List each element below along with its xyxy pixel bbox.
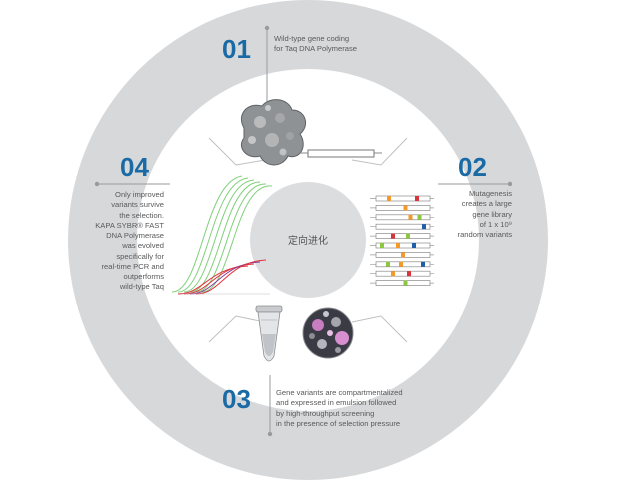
library-mutation-mark <box>409 215 413 220</box>
step-04-line: KAPA SYBR® FAST <box>78 221 164 231</box>
library-mutation-mark <box>399 262 403 267</box>
library-mutation-mark <box>391 271 395 276</box>
library-mutation-mark <box>387 196 391 201</box>
step-04-line: outperforms <box>78 272 164 282</box>
library-mutation-mark <box>421 262 425 267</box>
step-02-line: of 1 x 10⁹ <box>428 220 512 230</box>
library-mutation-mark <box>407 271 411 276</box>
library-row-bar <box>376 215 430 220</box>
step-04-line: specifically for <box>78 252 164 262</box>
library-mutation-mark <box>412 243 416 248</box>
leader-dot-03 <box>268 432 272 436</box>
step-04-line: real-time PCR and <box>78 262 164 272</box>
step-01-line: Wild-type gene coding <box>274 34 357 44</box>
center-label: 定向进化 <box>268 232 348 247</box>
step-03-line: in the presence of selection pressure <box>276 419 403 429</box>
leader-dot-01 <box>265 26 269 30</box>
leader-dot-02 <box>508 182 512 186</box>
step-04-line: was evolved <box>78 241 164 251</box>
step-number-01: 01 <box>222 36 251 62</box>
step-02-line: creates a large <box>428 199 512 209</box>
library-row-bar <box>376 196 430 201</box>
gene-bar-icon <box>300 150 382 157</box>
step-04-line: wild-type Taq <box>78 282 164 292</box>
library-mutation-mark <box>396 243 400 248</box>
step-description-03: Gene variants are compartmentalized and … <box>276 388 403 429</box>
step-04-line: variants survive <box>78 200 164 210</box>
step-04-line: the selection. <box>78 211 164 221</box>
step-01-line: for Taq DNA Polymerase <box>274 44 357 54</box>
step-02-line: gene library <box>428 210 512 220</box>
step-04-line: Only improved <box>78 190 164 200</box>
library-mutation-mark <box>415 196 419 201</box>
library-row-bar <box>376 281 430 286</box>
library-mutation-mark <box>386 262 390 267</box>
library-row-bar <box>376 271 430 276</box>
library-mutation-mark <box>401 252 405 257</box>
library-mutation-mark <box>391 234 395 239</box>
step-number-03: 03 <box>222 386 251 412</box>
library-row-bar <box>376 224 430 229</box>
step-03-line: Gene variants are compartmentalized <box>276 388 403 398</box>
step-04-line: DNA Polymerase <box>78 231 164 241</box>
library-mutation-mark <box>404 205 408 210</box>
step-02-line: random variants <box>428 230 512 240</box>
step-03-line: and expressed in emulsion followed <box>276 398 403 408</box>
library-mutation-mark <box>406 234 410 239</box>
leader-dot-04 <box>95 182 99 186</box>
step-description-02: Mutagenesis creates a large gene library… <box>428 189 512 240</box>
library-mutation-mark <box>380 243 384 248</box>
library-row-bar <box>376 243 430 248</box>
step-number-02: 02 <box>458 154 487 180</box>
library-row-bar <box>376 205 430 210</box>
library-row-bar <box>376 234 430 239</box>
emulsion-droplets-icon <box>303 308 353 358</box>
step-description-01: Wild-type gene coding for Taq DNA Polyme… <box>274 34 357 55</box>
step-03-line: by high-throughput screening <box>276 409 403 419</box>
step-description-04: Only improved variants survive the selec… <box>78 190 164 293</box>
library-mutation-mark <box>418 215 422 220</box>
step-number-04: 04 <box>120 154 149 180</box>
library-mutation-mark <box>422 224 426 229</box>
step-02-line: Mutagenesis <box>428 189 512 199</box>
library-mutation-mark <box>404 281 408 286</box>
